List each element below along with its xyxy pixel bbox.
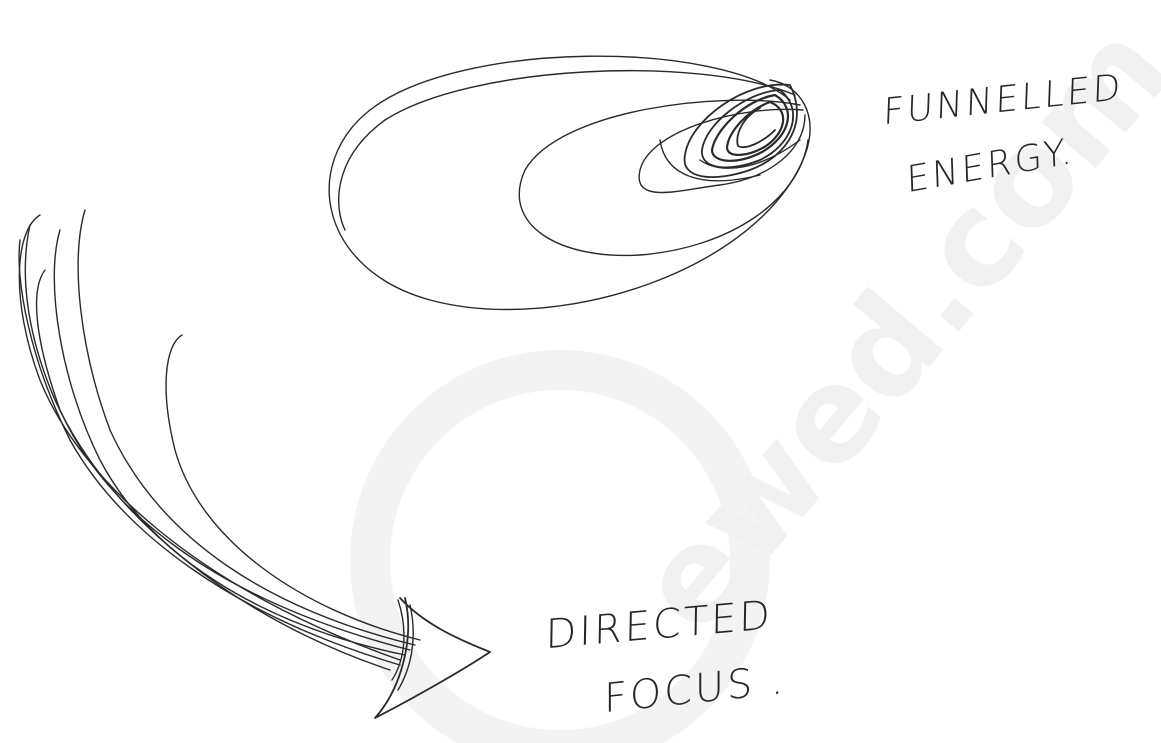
directed-focus-arrow	[19, 210, 490, 718]
funnelled-energy-spiral	[329, 56, 810, 309]
